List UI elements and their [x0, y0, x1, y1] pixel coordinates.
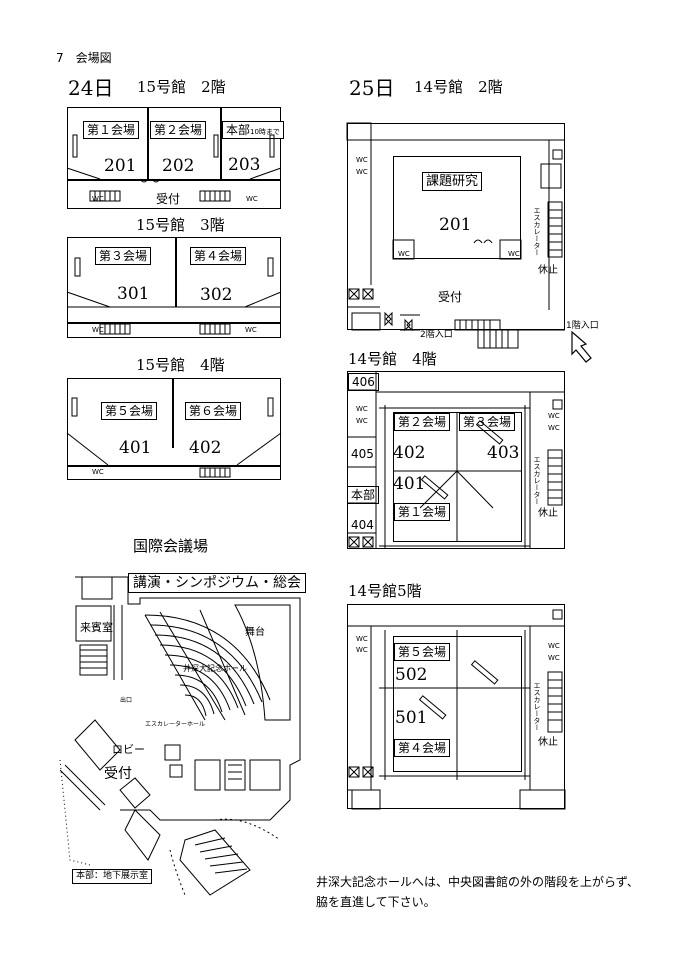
- room-number-402: 402: [393, 443, 426, 463]
- wc-label: WC: [548, 412, 560, 420]
- hall-hq-label: 本部：地下展示室: [72, 869, 153, 884]
- wc-label: WC: [356, 168, 368, 176]
- room-label-1: 第１会場: [83, 121, 140, 139]
- corridor-line: [67, 179, 281, 181]
- hall-reception-label: 受付: [104, 766, 132, 782]
- day24-floor4-title: 15号館 4階: [136, 356, 225, 374]
- room-label-5: 第５会場: [394, 643, 451, 661]
- escalator-label: エスカレーター: [533, 207, 541, 256]
- day24-date: 24日: [68, 76, 114, 100]
- wc-label: WC: [548, 642, 560, 650]
- wc-label: WC: [398, 250, 410, 258]
- hq-note: 10時まで: [250, 128, 280, 136]
- room-number-301: 301: [117, 284, 150, 304]
- rest-label: 休止: [538, 265, 558, 276]
- wc-label: WC: [548, 654, 560, 662]
- lobby-label: ロビー: [112, 743, 145, 756]
- floorplan-15-3f: [67, 237, 281, 338]
- inner-room-201: [393, 156, 521, 259]
- hall-title: 国際会議場: [133, 537, 209, 555]
- hall-banner: 講演・シンポジウム・総会: [128, 573, 306, 593]
- access-note: 井深大記念ホールへは、中央図書館の外の階段を上がらず、脇を直進して下さい。: [316, 875, 639, 909]
- wc-label: WC: [356, 417, 368, 425]
- hq-label: 本部10時まで: [222, 121, 284, 139]
- side-room-406: 406: [348, 373, 379, 391]
- room-number-502: 502: [395, 665, 428, 685]
- escalator-hall-label: エスカレーターホール: [145, 721, 206, 728]
- corridor-line: [67, 322, 281, 324]
- wc-label: WC: [356, 635, 368, 643]
- reception-label: 受付: [438, 290, 463, 304]
- room-number-203: 203: [228, 155, 261, 175]
- day25-floor2-title: 14号館 2階: [414, 78, 503, 96]
- rest-label: 休止: [538, 508, 558, 519]
- room-label-kadai: 課題研究: [422, 172, 483, 191]
- room-label-4: 第４会場: [190, 247, 247, 265]
- floorplan-14-4f: [347, 371, 565, 549]
- room-label-2: 第２会場: [394, 413, 451, 431]
- room-number-201: 201: [439, 215, 472, 235]
- rest-label: 休止: [538, 737, 558, 748]
- room-number-201: 201: [104, 156, 137, 176]
- wc-label: WC: [246, 195, 258, 203]
- room-number-501: 501: [395, 708, 428, 728]
- room-number-402: 402: [189, 438, 222, 458]
- room-label-4: 第４会場: [394, 739, 451, 757]
- side-room-405: 405: [351, 447, 374, 461]
- day24-floor3-title: 15号館 3階: [136, 216, 225, 234]
- wc-label: WC: [356, 156, 368, 164]
- divider: [220, 107, 222, 179]
- floorplan-15-4f: [67, 378, 281, 480]
- room-label-6: 第６会場: [185, 402, 242, 420]
- room-number-401: 401: [393, 474, 426, 494]
- room-label-3: 第３会場: [459, 413, 516, 431]
- room-number-202: 202: [162, 156, 195, 176]
- wc-label: WC: [92, 195, 104, 203]
- wc-label: WC: [245, 326, 257, 334]
- room-number-401: 401: [119, 438, 152, 458]
- wc-label: WC: [548, 424, 560, 432]
- reception-label: 受付: [156, 192, 181, 206]
- divider: [175, 237, 177, 307]
- vip-room-label: 来賓室: [80, 621, 113, 634]
- printed-sign-label: 出口: [120, 697, 133, 704]
- wc-label: WC: [92, 326, 104, 334]
- wc-label: WC: [356, 405, 368, 413]
- divider: [147, 107, 149, 179]
- day24-floor2-title: 15号館 2階: [137, 78, 226, 96]
- page-heading: 7 会場図: [56, 51, 112, 65]
- room-label-5: 第５会場: [101, 402, 158, 420]
- room-number-302: 302: [200, 285, 233, 305]
- wc-label: WC: [92, 468, 104, 476]
- room-label-2: 第２会場: [150, 121, 207, 139]
- divider: [172, 378, 174, 448]
- day25-date: 25日: [349, 76, 395, 100]
- room-number-403: 403: [487, 443, 520, 463]
- entrance-2f: 2階入口: [420, 330, 453, 340]
- wc-label: WC: [356, 646, 368, 654]
- hall-name-label: 井深大記念ホール: [183, 664, 247, 673]
- room-label-3: 第３会場: [95, 247, 152, 265]
- day25-floor4-title: 14号館 4階: [348, 350, 437, 368]
- day25-floor5-title: 14号館5階: [348, 582, 422, 600]
- floorplan-14-5f: [347, 604, 565, 809]
- floorplan-15-2f: [67, 107, 281, 209]
- side-room-404: 404: [351, 518, 374, 532]
- escalator-label: エスカレーター: [533, 682, 541, 731]
- stage-label: 舞台: [245, 627, 265, 638]
- wc-label: WC: [508, 250, 520, 258]
- room-label-1: 第１会場: [394, 503, 451, 521]
- escalator-label: エスカレーター: [533, 456, 541, 505]
- entrance-1f: 1階入口: [566, 321, 599, 331]
- corridor-line: [67, 465, 281, 467]
